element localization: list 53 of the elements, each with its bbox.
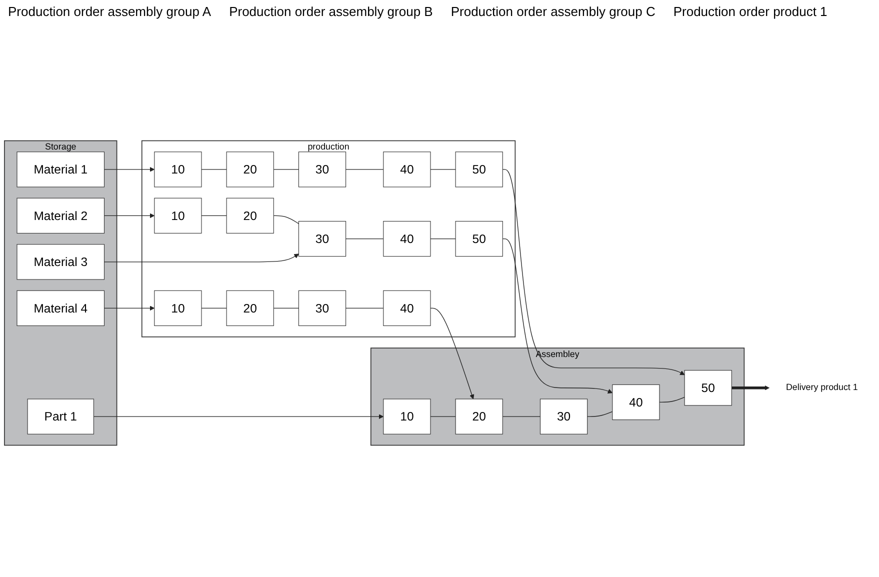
- node-box: 30: [298, 290, 346, 326]
- connector: [430, 169, 456, 170]
- node-box: 40: [383, 290, 431, 326]
- node-box: 50: [455, 152, 503, 188]
- connector: [659, 396, 685, 403]
- node-box: 40: [383, 152, 431, 188]
- order-label: Production order product 1: [673, 4, 828, 19]
- node-box: 20: [455, 398, 503, 434]
- order-label: Production order assembly group C: [450, 4, 656, 19]
- node-box: 20: [226, 290, 274, 326]
- connector: [345, 238, 384, 240]
- node-box: Material 4: [16, 290, 105, 326]
- node-box: Material 2: [16, 198, 105, 234]
- arrow: [104, 306, 155, 311]
- connector: [587, 411, 613, 417]
- connector: [273, 215, 300, 224]
- connector: [201, 169, 227, 170]
- node-box: Material 1: [16, 152, 105, 188]
- node-box: 20: [226, 198, 274, 234]
- node-box: 50: [684, 370, 732, 406]
- node-text: Delivery product 1: [786, 382, 858, 392]
- order-label: Production order assembly group B: [229, 4, 433, 19]
- arrow: [502, 169, 685, 376]
- node-box: 30: [298, 220, 346, 257]
- arrow: [93, 414, 384, 420]
- node-box: 50: [455, 220, 503, 257]
- arrow: [104, 166, 155, 172]
- connector: [430, 238, 456, 240]
- node-box: 10: [383, 398, 431, 434]
- arrow: [502, 238, 613, 394]
- node-box: 20: [226, 152, 274, 188]
- connector: [345, 169, 384, 170]
- node-box: Material 3: [16, 244, 105, 280]
- node-box: 10: [154, 152, 202, 188]
- node-box: Part 1: [27, 398, 94, 434]
- order-label: Production order assembly group A: [8, 4, 212, 19]
- connector: [345, 308, 384, 309]
- arrow: [732, 385, 770, 390]
- arrow: [104, 213, 155, 218]
- node-box: 10: [154, 290, 202, 326]
- arrow: [104, 254, 299, 262]
- node-box: 30: [298, 152, 346, 188]
- arrow: [430, 308, 474, 400]
- connector: [273, 308, 300, 309]
- connector: [201, 308, 227, 309]
- node-box: 40: [383, 220, 431, 257]
- connector: [502, 416, 541, 417]
- node-box: 30: [540, 398, 588, 434]
- connector: [430, 416, 456, 417]
- connector: [201, 215, 227, 216]
- node-box: 40: [612, 384, 660, 420]
- node-box: 10: [154, 198, 202, 234]
- connector: [273, 169, 300, 170]
